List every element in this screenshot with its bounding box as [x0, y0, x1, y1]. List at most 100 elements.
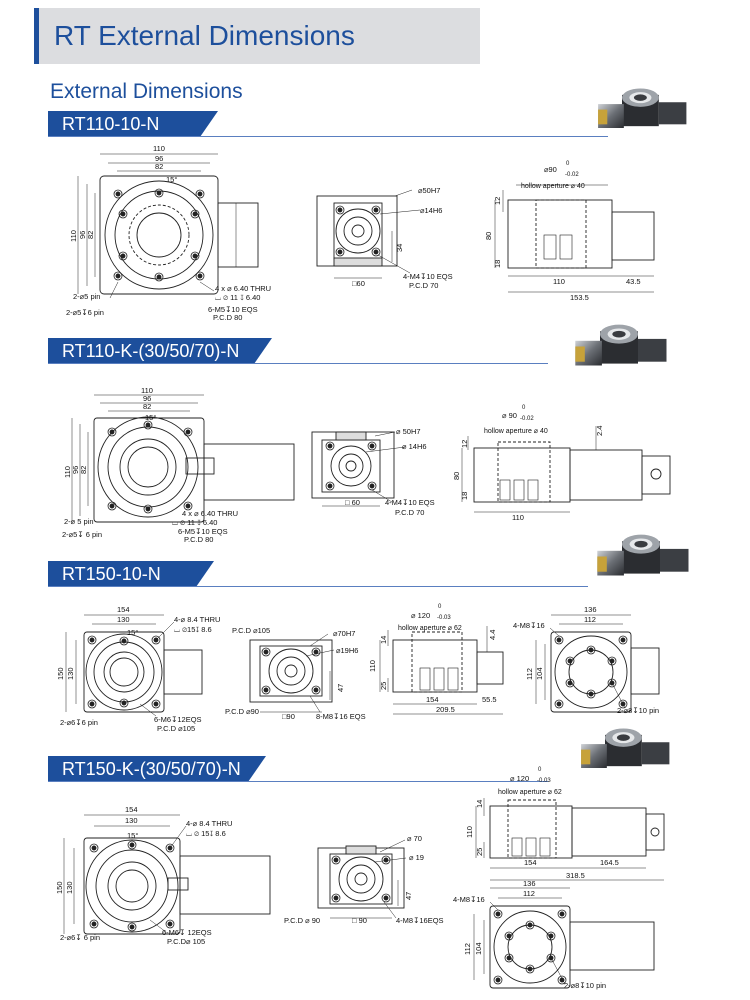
dim-label: 96: [143, 394, 151, 403]
dim-label: hollow aperture ⌀ 40: [521, 183, 585, 190]
dim-label: 12: [460, 440, 469, 448]
rt150-k-bottom-view: [473, 887, 655, 989]
dim-label: 34: [395, 244, 404, 252]
dim-label: 4-⌀ 8.4 THRU: [174, 615, 220, 624]
divider: [48, 781, 548, 782]
dim-label: 136: [584, 605, 597, 614]
dim-label: □ 90: [352, 916, 367, 925]
dim-label: ⌀ 70: [407, 834, 422, 843]
dim-label: 96: [78, 231, 87, 239]
dim-label: 14: [475, 800, 484, 808]
dim-label: 110: [141, 386, 153, 395]
dim-label: P.C.D ⌀90: [225, 707, 259, 716]
rt110-10-side-dims: ⌀50H7 ⌀14H6 34 4-M4↧10 EQS P.C.D 70 □60: [352, 186, 453, 290]
rt150-10-side-view: [249, 633, 335, 713]
dim-label: P.C.D⌀ 105: [167, 937, 205, 946]
model-label-rt110-10: RT110-10-N: [48, 111, 218, 137]
rt150-10-right-view: [379, 626, 504, 715]
tol-upper: 0: [522, 405, 526, 411]
dim-label: 318.5: [566, 871, 585, 880]
rt150-10-front-dims: 154 130 15° 150 130 4-⌀ 8.4 THRU ⌴ ⌀15↧ …: [56, 605, 220, 733]
dim-label: 82: [86, 231, 95, 239]
tol-lower: -0.02: [565, 172, 579, 178]
angle-label: 15°: [127, 831, 138, 840]
dim-label: 25: [475, 848, 484, 856]
dim-label: 82: [79, 466, 88, 474]
dim-label: 150: [56, 667, 65, 680]
rt150-k-side-view: [317, 839, 407, 919]
tol-lower: -0.03: [537, 778, 551, 784]
dim-label: 110: [553, 277, 565, 286]
dim-label: 6-M5↧10 EQS: [208, 305, 258, 314]
dim-label: 4.4: [488, 630, 497, 640]
angle-label: 15°: [145, 413, 156, 422]
rt150-10-bottom-view: [535, 614, 660, 713]
dim-label: 4-M8↧16: [453, 895, 485, 904]
section-heading: External Dimensions: [50, 80, 243, 103]
tol-lower: -0.03: [437, 615, 451, 621]
tol-upper: 0: [538, 767, 542, 773]
dim-label: P.C.D 80: [213, 313, 242, 322]
rt110-10-right-view: [494, 184, 655, 293]
dim-label: hollow aperture ⌀ 62: [398, 625, 462, 632]
dim-label: 112: [463, 943, 472, 955]
rt150-k-side-dims: ⌀ 70 ⌀ 19 47 P.C.D ⌀ 90 □ 90 4-M8↧16EQS: [284, 834, 444, 925]
rt110-k-front-dims: 110 96 82 15° 110 96 82 4 x ⌀ 6.40 THRU …: [62, 386, 238, 544]
page-header: RT External Dimensions: [34, 8, 480, 64]
dim-label: 2.4: [595, 426, 604, 436]
dim-label: ⌀ 50H7: [396, 427, 421, 436]
dim-label: 209.5: [436, 705, 455, 714]
rt110-10-side-view: [316, 189, 421, 279]
dim-label: 130: [125, 816, 138, 825]
rt110-k-side-view: [311, 431, 406, 507]
dim-label: 80: [484, 232, 493, 240]
rt110-10-right-dims: ⌀90 0 -0.02 hollow aperture ⌀ 40 12 80 1…: [484, 161, 641, 302]
dim-label: 4-M8↧16: [513, 621, 545, 630]
angle-label: 15°: [166, 175, 177, 184]
rt150-10-front-view: [65, 614, 203, 717]
dim-label: 8-M8↧16 EQS: [316, 712, 366, 721]
dim-label: 2-⌀5↧ 6 pin: [62, 530, 102, 539]
dim-label: P.C.D ⌀105: [232, 626, 270, 635]
rt110-10-front-dims: 110 96 82 15° 110 96 82 4 x ⌀ 6.40 THRU …: [66, 144, 271, 322]
dim-label: 6-M6↧ 12EQS: [162, 928, 212, 937]
dim-label: 82: [143, 402, 151, 411]
rt110-k-side-dims: ⌀ 50H7 ⌀ 14H6 4-M4↧10 EQS P.C.D 70 □ 60: [345, 427, 435, 517]
dim-label: 150: [55, 881, 64, 894]
dim-label: ⌴ ⌀ 11 ↧ 6.40: [215, 293, 260, 302]
dim-label: 12: [493, 197, 502, 205]
divider: [48, 586, 588, 587]
model-label-rt150-k: RT150-K-(30/50/70)-N: [48, 756, 266, 782]
dim-label: 47: [336, 684, 345, 692]
dim-label: 136: [523, 879, 536, 888]
dim-label: 43.5: [626, 277, 641, 286]
dim-label: ⌀ 120: [411, 611, 430, 620]
tol-upper: 0: [566, 161, 570, 167]
model-label-rt150-10: RT150-10-N: [48, 561, 214, 587]
dim-label: ⌀ 14H6: [402, 442, 427, 451]
dim-label: ⌀ 120: [510, 774, 529, 783]
dim-label: 104: [535, 667, 544, 680]
dim-label: hollow aperture ⌀ 40: [484, 428, 548, 435]
dim-label: 154: [524, 858, 537, 867]
dim-label: 2-⌀5 pin: [73, 292, 100, 301]
product-photo: [581, 728, 670, 768]
dim-label: P.C.D ⌀ 90: [284, 916, 320, 925]
dim-label: 130: [65, 881, 74, 894]
dim-label: P.C.D ⌀105: [157, 724, 195, 733]
dim-label: 14: [379, 636, 388, 644]
dim-label: 112: [523, 889, 535, 898]
dim-label: 130: [117, 615, 130, 624]
rt150-k-right-view: [475, 798, 665, 881]
dim-label: 112: [584, 615, 596, 624]
dim-label: ⌀14H6: [420, 206, 442, 215]
dim-label: 55.5: [482, 695, 497, 704]
dim-label: P.C.D 80: [184, 535, 213, 544]
dim-label: 2-⌀8↧10 pin: [617, 706, 659, 715]
dim-label: 4-M8↧16EQS: [396, 916, 444, 925]
dim-label: ⌴ ⌀ 15↧ 8.6: [186, 829, 226, 838]
dim-label: ⌀70H7: [333, 629, 355, 638]
dim-label: 25: [379, 682, 388, 690]
dim-label: 110: [368, 660, 377, 672]
